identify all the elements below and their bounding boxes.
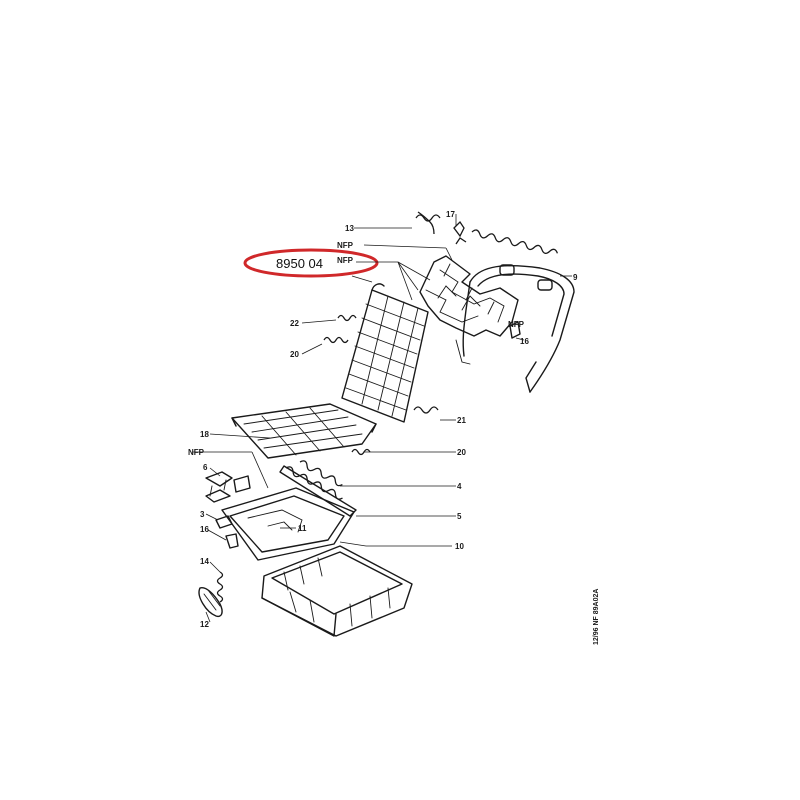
reference-highlight: 8950 04 NFP — [243, 248, 379, 278]
callout-17: 17 — [446, 210, 455, 219]
callout-13: 13 — [345, 224, 354, 233]
spring-13 — [415, 214, 441, 222]
cushion-wire-grid — [231, 403, 377, 459]
spring-9 — [471, 229, 558, 255]
callout-11: 11 — [298, 524, 307, 533]
callout-16-upper: 16 — [520, 337, 529, 346]
springs — [216, 211, 558, 603]
callout-16-lower: 16 — [200, 525, 209, 534]
reference-code: 8950 04 — [276, 256, 323, 271]
callout-20-upper: 20 — [290, 350, 299, 359]
callout-12: 12 — [200, 620, 209, 629]
clip-11 — [267, 521, 293, 531]
callout-20-lower: 20 — [457, 448, 466, 457]
nfp-label-3: NFP — [508, 320, 525, 329]
small-parts — [198, 321, 521, 618]
callout-21: 21 — [457, 416, 466, 425]
clip-16-lower — [225, 533, 239, 549]
seat-base-tray — [261, 545, 413, 637]
nfp-label-4: NFP — [188, 448, 205, 457]
callout-9: 9 — [573, 273, 578, 282]
callout-6: 6 — [203, 463, 208, 472]
seatback-spring-mat — [419, 255, 519, 337]
callout-5: 5 — [457, 512, 462, 521]
callout-3: 3 — [200, 510, 205, 519]
seat-pan — [221, 465, 357, 561]
spring-20-upper — [323, 336, 349, 344]
callout-22: 22 — [290, 319, 299, 328]
drawing-stamp: 12/96 NF 89A02A — [593, 589, 600, 645]
clip-16-upper — [509, 321, 521, 339]
seatback-frame — [455, 264, 575, 393]
spring-22 — [337, 314, 357, 322]
callout-10: 10 — [455, 542, 464, 551]
back-wire-grid — [341, 283, 429, 423]
clip-3 — [215, 515, 233, 529]
spring-21 — [413, 406, 439, 414]
callout-labels: 13 17 NFP 9 22 20 NFP 16 21 18 20 NFP 6 … — [188, 210, 578, 629]
nfp-label-1: NFP — [337, 241, 354, 250]
reference-ellipse — [243, 248, 379, 278]
bracket-6 — [205, 471, 233, 487]
spring-4 — [285, 466, 343, 500]
clip-17 — [453, 220, 465, 238]
leader-lines — [192, 214, 572, 623]
spring-14 — [216, 571, 224, 603]
callout-18: 18 — [200, 430, 209, 439]
callout-4: 4 — [457, 482, 462, 491]
cap-12 — [198, 587, 223, 618]
callout-14: 14 — [200, 557, 209, 566]
nfp-label-2: NFP — [337, 256, 354, 265]
spring-20-lower — [351, 448, 371, 456]
